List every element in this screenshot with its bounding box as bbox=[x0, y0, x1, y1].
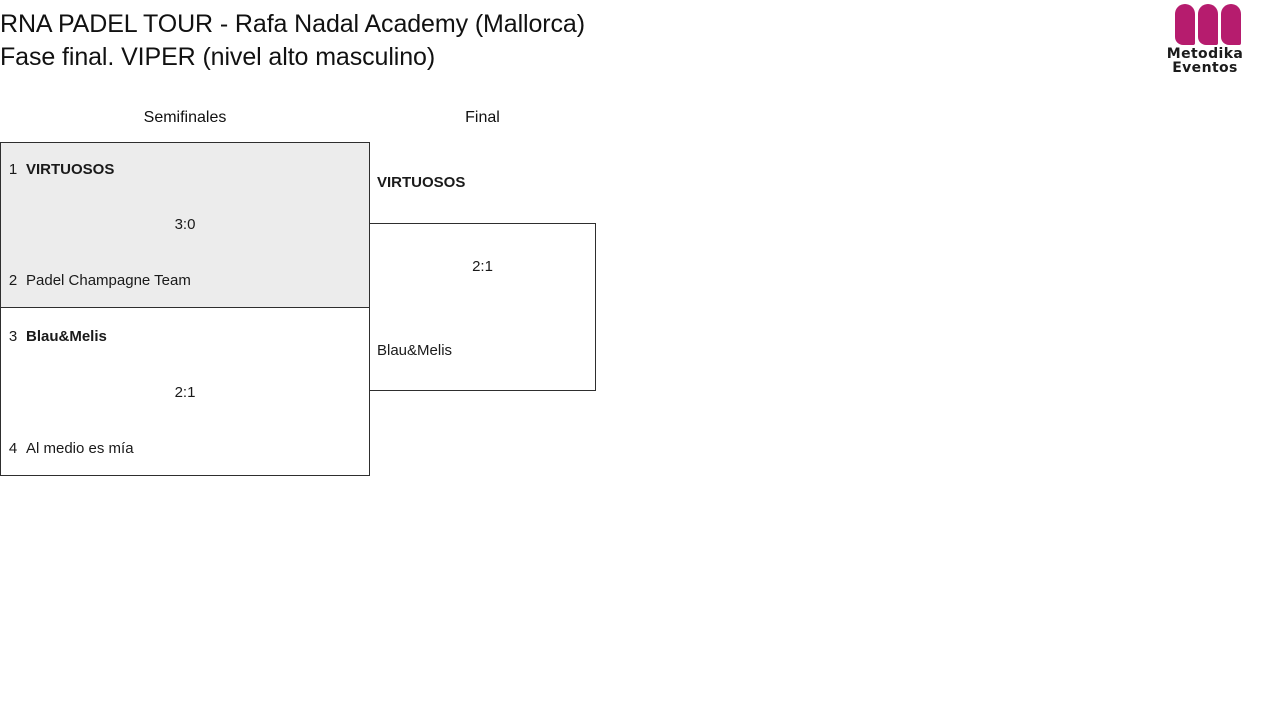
page-title-line-1: RNA PADEL TOUR - Rafa Nadal Academy (Mal… bbox=[0, 10, 585, 38]
match-slot-final-bottom[interactable]: Blau&Melis bbox=[377, 342, 453, 359]
round-heading-final: Final bbox=[465, 109, 500, 126]
match-box-final[interactable] bbox=[369, 223, 596, 391]
seed-number: 2 bbox=[8, 272, 18, 289]
seed-number: 4 bbox=[8, 440, 18, 457]
round-heading-semifinals: Semifinales bbox=[143, 109, 227, 126]
match-slot-semifinal-2-bottom[interactable]: 4 Al medio es mía bbox=[0, 440, 134, 457]
team-name: VIRTUOSOS bbox=[26, 161, 115, 178]
seed-number: 1 bbox=[8, 161, 18, 178]
match-score-semifinal-2: 2:1 bbox=[174, 384, 196, 401]
page-title-line-2: Fase final. VIPER (nivel alto masculino) bbox=[0, 43, 436, 71]
seed-number: 3 bbox=[8, 328, 18, 345]
match-score-semifinal-1: 3:0 bbox=[174, 216, 196, 233]
tournament-header: RNA PADEL TOUR - Rafa Nadal Academy (Mal… bbox=[0, 0, 1120, 74]
match-slot-final-top[interactable]: VIRTUOSOS bbox=[377, 174, 466, 191]
match-score-final: 2:1 bbox=[472, 258, 493, 275]
logo-petal-1-icon bbox=[1175, 4, 1195, 45]
metodika-m-mark-icon bbox=[1162, 2, 1248, 46]
match-slot-semifinal-2-top[interactable]: 3 Blau&Melis bbox=[0, 328, 107, 345]
match-box-semifinal-1[interactable] bbox=[0, 142, 370, 308]
logo-petal-2-icon bbox=[1198, 4, 1218, 45]
logo-wordmark-line-1: Metodika bbox=[1166, 46, 1244, 62]
match-slot-semifinal-1-bottom[interactable]: 2 Padel Champagne Team bbox=[0, 272, 191, 289]
logo-wordmark-line-2: Eventos bbox=[1172, 60, 1238, 76]
match-slot-semifinal-1-top[interactable]: 1 VIRTUOSOS bbox=[0, 161, 115, 178]
metodika-eventos-logo: Metodika Eventos bbox=[1157, 2, 1253, 76]
team-name: Al medio es mía bbox=[26, 440, 134, 457]
team-name: Padel Champagne Team bbox=[26, 272, 191, 289]
match-box-semifinal-2[interactable] bbox=[0, 307, 370, 476]
logo-petal-3-icon bbox=[1221, 4, 1241, 45]
team-name: Blau&Melis bbox=[26, 328, 107, 345]
